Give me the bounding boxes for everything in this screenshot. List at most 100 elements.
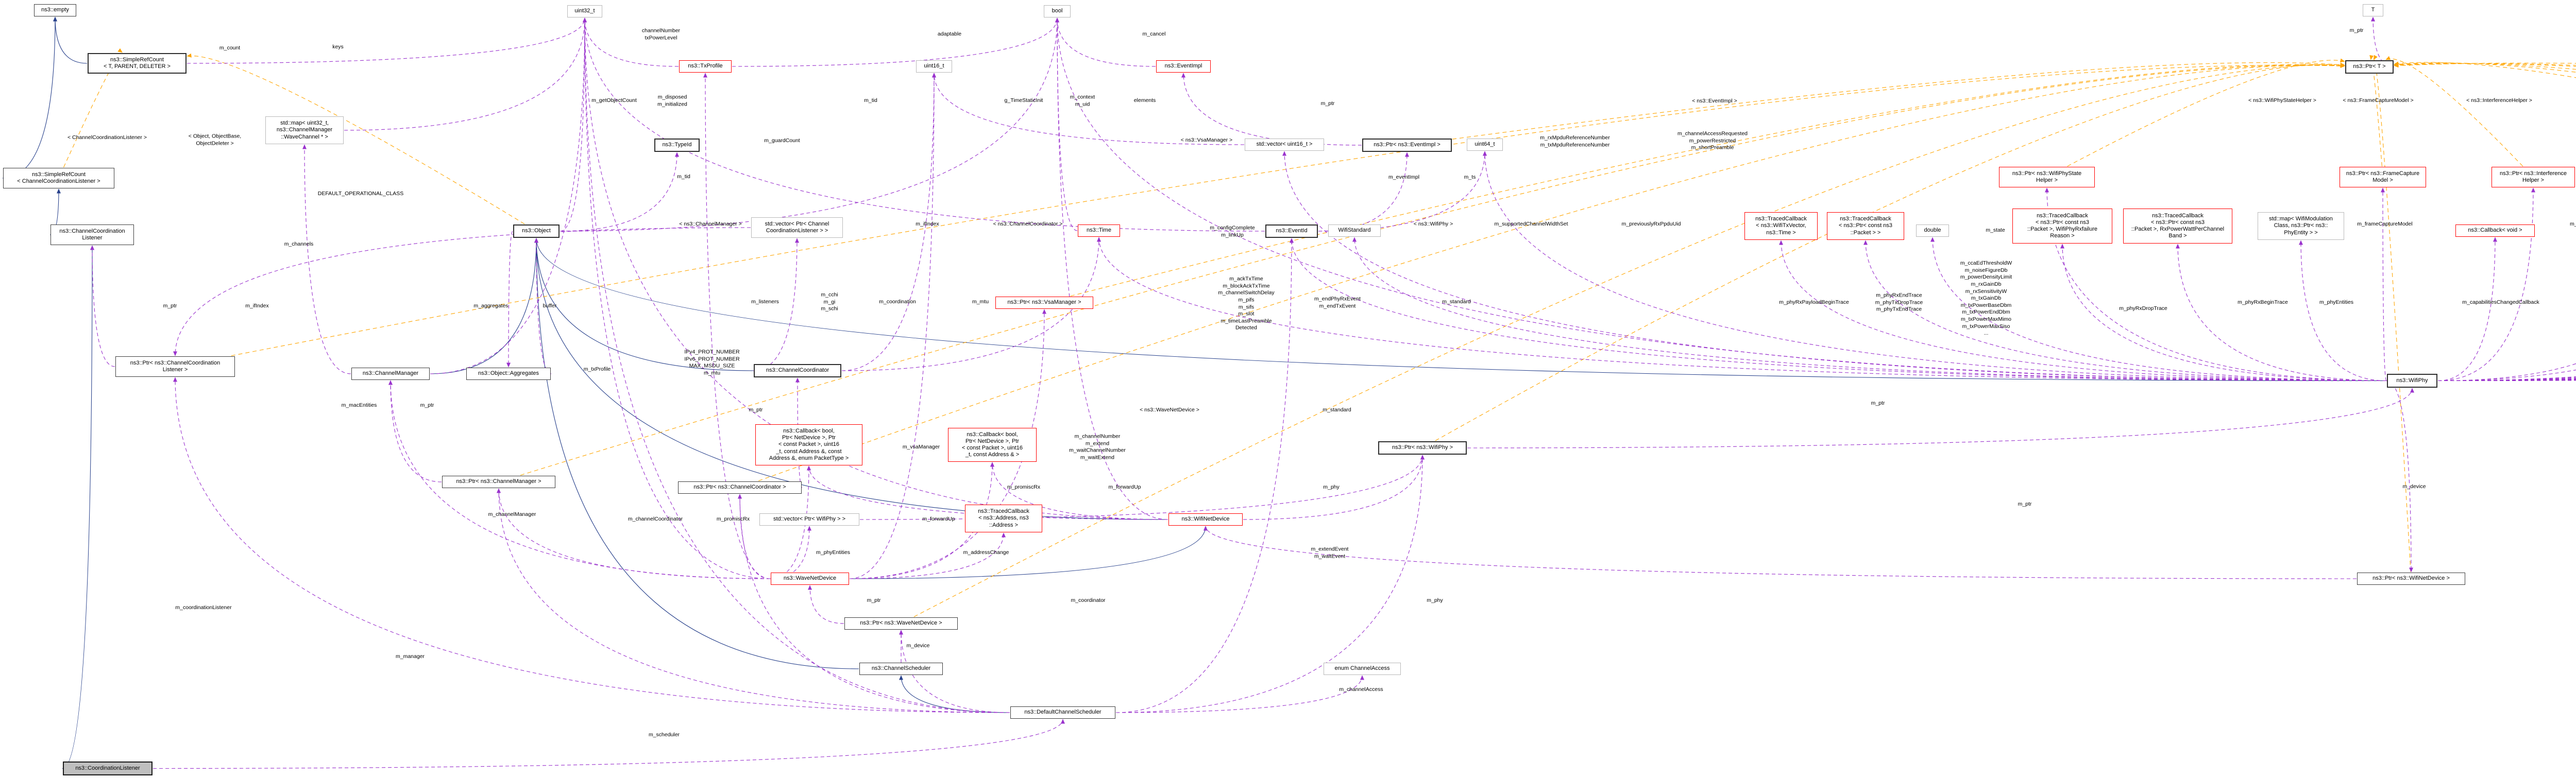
- class-node-typeid[interactable]: ns3::TypeId: [654, 139, 700, 152]
- edge-eventimpl-to-bool: [1055, 18, 1156, 67]
- edge-defchsched-to-ptr-chcoord: [738, 494, 1010, 713]
- edge-src-tpd-to-uint32: [187, 18, 587, 64]
- class-node-tc-rxfail[interactable]: ns3::TracedCallback < ns3::Ptr< const ns…: [2012, 209, 2112, 244]
- class-node-ptr-t[interactable]: ns3::Ptr< T >: [2345, 60, 2394, 74]
- class-node-wifistandard[interactable]: WifiStandard: [1328, 224, 1381, 237]
- class-node-eventid[interactable]: ns3::EventId: [1265, 224, 1318, 238]
- edge-defchsched-to-ptr-wavenetdev: [899, 630, 1010, 713]
- edge-wifiphy-to-wifiphyopch: [2437, 376, 2576, 382]
- edge-ptr-t-to-t-param: [2371, 16, 2395, 67]
- class-node-ptr-wavenetdev[interactable]: ns3::Ptr< ns3::WaveNetDevice >: [844, 617, 958, 630]
- edge-ptr-wifiphy-to-wifiphy: [1467, 388, 2414, 448]
- class-node-uint32[interactable]: uint32_t: [567, 5, 602, 18]
- edge-wavenetdev-to-cb4: [849, 462, 994, 579]
- edge-object-to-src-tpd: [187, 53, 525, 224]
- edge-defchsched-to-ptr-chmgr: [497, 488, 1010, 713]
- class-node-vec-uint16[interactable]: std::vector< uint16_t >: [1245, 139, 1324, 151]
- edge-ptr-eventimpl-to-eventimpl: [1181, 73, 1362, 146]
- class-node-empty[interactable]: ns3::empty: [34, 4, 76, 16]
- edge-wifiphy-to-ptr-mobility: [2437, 379, 2576, 382]
- class-node-tc-rxpower[interactable]: ns3::TracedCallback < ns3::Ptr< const ns…: [2123, 209, 2232, 244]
- class-node-vec-ptr-ccl[interactable]: std::vector< Ptr< Channel CoordinationLi…: [751, 217, 843, 238]
- class-node-double[interactable]: double: [1916, 224, 1949, 237]
- edge-txprofile-to-uint32: [583, 18, 679, 67]
- class-node-vec-ptr-wifiphy[interactable]: std::vector< Ptr< WifiPhy > >: [759, 513, 859, 526]
- edge-time-to-bool: [1055, 18, 1078, 231]
- edge-coordlistener-to-ccl: [62, 245, 94, 769]
- class-node-txprofile[interactable]: ns3::TxProfile: [679, 60, 732, 73]
- edge-ptr-ccl-to-ptr-t: [231, 64, 2345, 356]
- class-node-coordlistener[interactable]: ns3::CoordinationListener: [63, 761, 152, 775]
- class-node-cb-void[interactable]: ns3::Callback< void >: [2455, 224, 2535, 237]
- class-node-chmgr[interactable]: ns3::ChannelManager: [351, 368, 430, 380]
- class-node-chsched[interactable]: ns3::ChannelScheduler: [859, 663, 943, 675]
- class-node-ptr-wifiphy[interactable]: ns3::Ptr< ns3::WifiPhy >: [1378, 441, 1467, 455]
- class-node-t-param[interactable]: T: [2363, 4, 2383, 16]
- class-node-uint16[interactable]: uint16_t: [916, 60, 952, 73]
- class-node-eventimpl[interactable]: ns3::EventImpl: [1156, 60, 1211, 73]
- edge-eventid-to-uint64: [1318, 151, 1487, 232]
- class-node-ptr-framecap[interactable]: ns3::Ptr< ns3::FrameCapture Model >: [2340, 167, 2426, 187]
- edge-wavenetdev-to-vec-ptr-wifiphy: [770, 526, 811, 579]
- edge-object-to-typeid: [560, 152, 679, 232]
- edge-defchsched-to-eventid: [1115, 238, 1294, 713]
- edge-wifiphy-to-ptr-preamble: [2437, 379, 2576, 382]
- edge-txprofile-to-bool: [732, 18, 1059, 67]
- class-node-cb6[interactable]: ns3::Callback< bool, Ptr< NetDevice >, P…: [755, 424, 862, 465]
- class-node-src-ccl[interactable]: ns3::SimpleRefCount < ChannelCoordinatio…: [3, 168, 114, 188]
- class-node-ptr-statehelper[interactable]: ns3::Ptr< ns3::WifiPhyState Helper >: [1999, 167, 2095, 187]
- edge-ptr-mobility-to-ptr-t: [2394, 63, 2576, 67]
- class-node-wavenetdev[interactable]: ns3::WaveNetDevice: [771, 573, 849, 585]
- class-node-aggregates[interactable]: ns3::Object::Aggregates: [466, 368, 551, 380]
- edge-wifiphy-to-uint64: [1483, 151, 2387, 382]
- edge-src-ccl-to-src-tpd: [63, 48, 123, 168]
- class-node-ptr-chcoord[interactable]: ns3::Ptr< ns3::ChannelCoordinator >: [678, 481, 802, 494]
- edge-wavenetdev-to-ptr-chcoord: [738, 494, 771, 579]
- edge-wifiphy-to-tuple: [2437, 379, 2576, 382]
- class-node-ptr-chmgr[interactable]: ns3::Ptr< ns3::ChannelManager >: [442, 476, 555, 488]
- edge-wifiphy-to-tc-psdu: [2437, 379, 2576, 382]
- class-node-ptr-interf[interactable]: ns3::Ptr< ns3::Interference Helper >: [2492, 167, 2575, 187]
- edge-wifiphy-to-ptr-errmod: [2437, 379, 2576, 382]
- class-node-wifiphy[interactable]: ns3::WifiPhy: [2387, 374, 2437, 388]
- class-node-ptr-vsa[interactable]: ns3::Ptr< ns3::VsaManager >: [995, 297, 1093, 309]
- class-node-object[interactable]: ns3::Object: [513, 224, 560, 238]
- class-node-ptr-wifinetdev[interactable]: ns3::Ptr< ns3::WifiNetDevice >: [2357, 573, 2465, 585]
- edge-wifiphy-to-tc-pkt-double: [2437, 378, 2576, 382]
- class-node-wifinetdev[interactable]: ns3::WifiNetDevice: [1168, 513, 1243, 526]
- class-node-ptr-ccl[interactable]: ns3::Ptr< ns3::ChannelCoordination Liste…: [115, 356, 235, 377]
- class-node-map-wave[interactable]: std::map< uint32_t, ns3::ChannelManager …: [265, 116, 344, 144]
- edge-wifiphy-to-tc-txvec-time: [1779, 240, 2387, 382]
- class-node-cb4[interactable]: ns3::Callback< bool, Ptr< NetDevice >, P…: [948, 428, 1037, 462]
- class-node-uint64[interactable]: uint64_t: [1467, 139, 1503, 151]
- edge-chmgr-to-map-wave: [302, 144, 351, 374]
- edge-wifiphy-to-ptr-urv: [2437, 377, 2576, 382]
- class-node-enum-chaccess[interactable]: enum ChannelAccess: [1324, 663, 1401, 675]
- class-node-time[interactable]: ns3::Time: [1078, 224, 1120, 237]
- edge-ptr-vsa-to-ptr-t: [1070, 63, 2345, 297]
- class-node-chcoord[interactable]: ns3::ChannelCoordinator: [754, 364, 841, 377]
- class-node-tc-txvec-time[interactable]: ns3::TracedCallback < ns3::WifiTxVector,…: [1744, 212, 1818, 240]
- class-node-ccl[interactable]: ns3::ChannelCoordination Listener: [50, 224, 134, 245]
- edge-ptr-statehelper-to-ptr-t: [2067, 58, 2345, 167]
- edge-wavenetdev-to-tc-addr: [849, 532, 1006, 579]
- class-node-tc-addr[interactable]: ns3::TracedCallback < ns3::Address, ns3 …: [965, 505, 1042, 532]
- edge-wifiphy-to-cb-void: [2437, 237, 2497, 382]
- edge-chcoord-to-vec-ptr-ccl: [753, 238, 799, 371]
- class-node-defchsched[interactable]: ns3::DefaultChannelScheduler: [1010, 706, 1115, 719]
- edge-eventid-to-ptr-eventimpl: [1318, 152, 1409, 232]
- edge-wifiphy-to-wifiphyband: [2437, 378, 2576, 382]
- class-node-src-tpd[interactable]: ns3::SimpleRefCount < T, PARENT, DELETER…: [88, 53, 187, 74]
- class-node-bool[interactable]: bool: [1044, 5, 1071, 18]
- edge-object-to-aggregates: [506, 231, 513, 368]
- edge-map-wave-to-uint32: [344, 18, 587, 131]
- class-node-tc-pkt[interactable]: ns3::TracedCallback < ns3::Ptr< const ns…: [1827, 212, 1904, 240]
- edge-chcoord-to-object: [534, 238, 754, 371]
- class-node-map-mod[interactable]: std::map< WifiModulation Class, ns3::Ptr…: [2258, 212, 2344, 240]
- edge-wifiphy-to-ptr-framecap: [2381, 187, 2387, 382]
- edge-src-tpd-to-empty: [53, 16, 88, 64]
- edge-wavenetdev-to-chmgr: [388, 380, 771, 579]
- edge-defchsched-to-ptr-ccl: [173, 377, 1010, 713]
- class-node-ptr-eventimpl[interactable]: ns3::Ptr< ns3::EventImpl >: [1362, 139, 1452, 152]
